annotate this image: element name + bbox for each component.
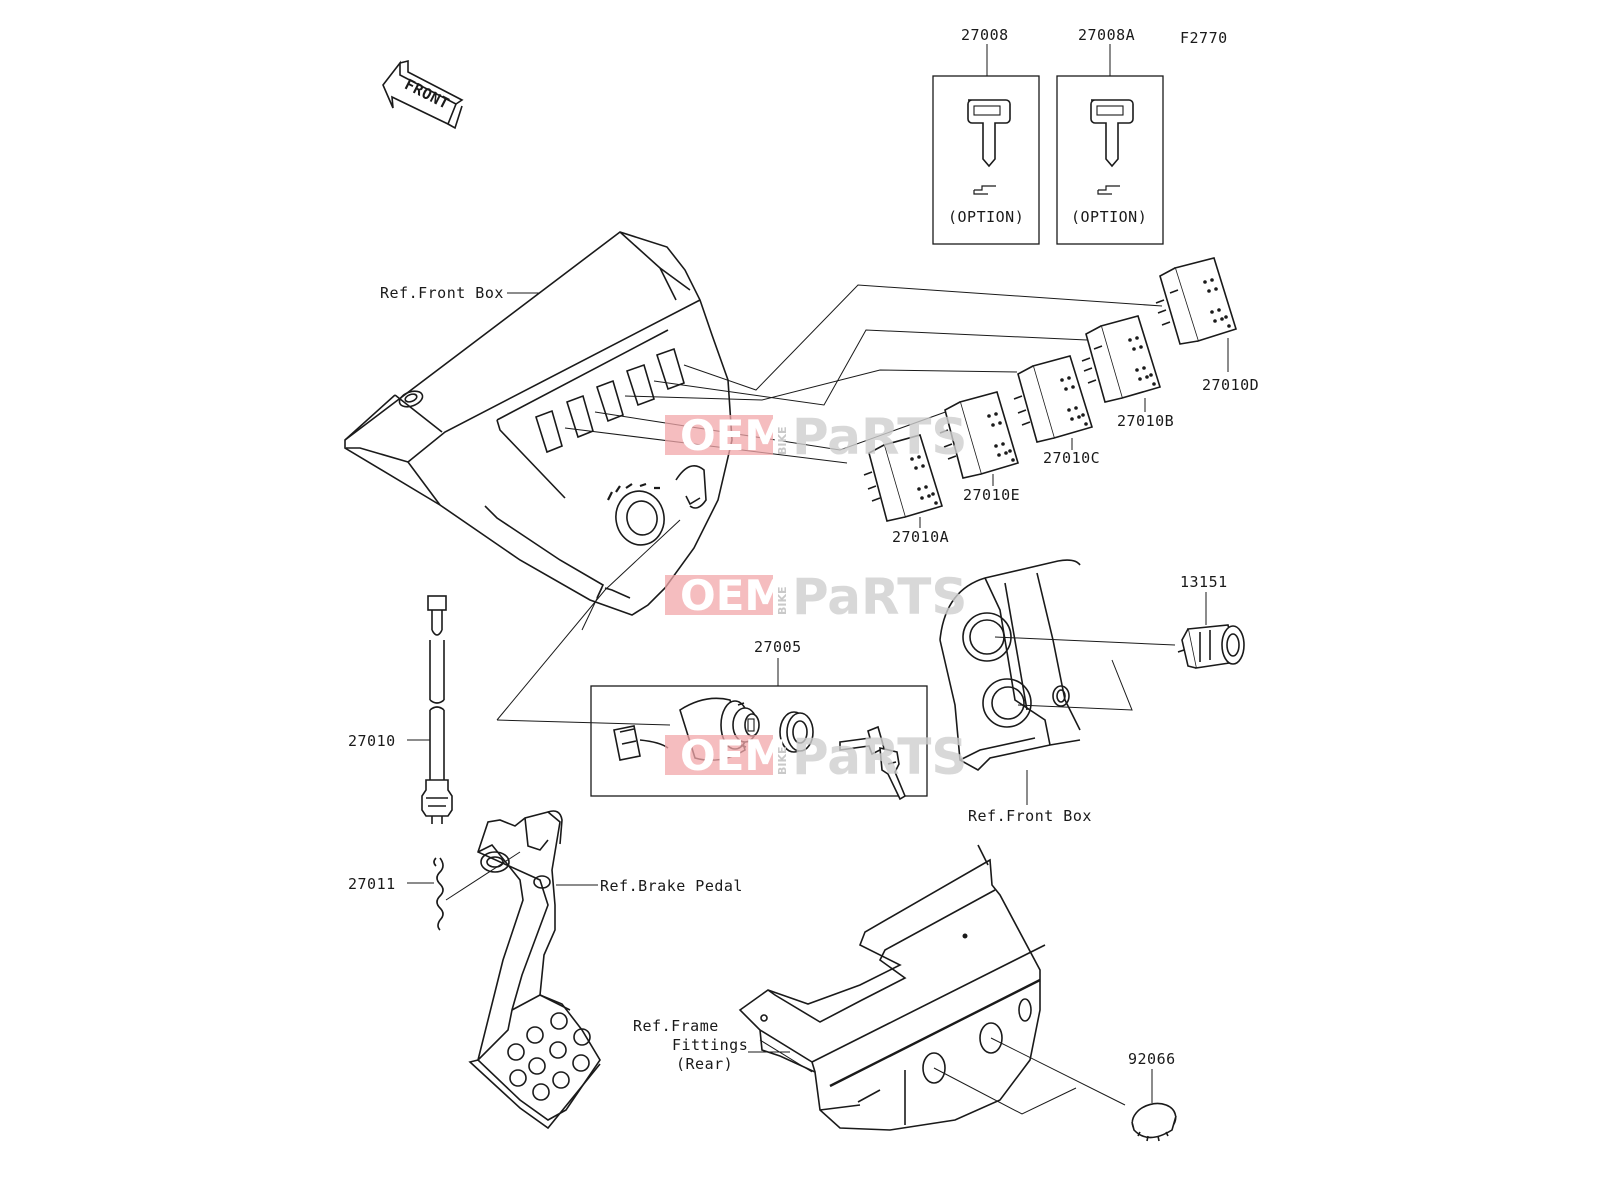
part-label-27010D: 27010D (1202, 376, 1259, 394)
power-socket-13151[interactable] (1177, 592, 1245, 669)
part-label-27010A: 27010A (892, 528, 949, 546)
option-label: (OPTION) (948, 208, 1024, 226)
figure-id: F2770 (1180, 29, 1228, 47)
key-icon (1090, 99, 1134, 168)
part-label-27011: 27011 (348, 875, 396, 893)
rocker-switch-27010C[interactable] (1013, 355, 1094, 450)
ref-frame-line3: (Rear) (676, 1055, 733, 1073)
part-label-27008: 27008 (961, 26, 1009, 44)
option-label: (OPTION) (1071, 208, 1147, 226)
leader-lines (496, 284, 1163, 726)
part-label-27010E: 27010E (963, 486, 1020, 504)
svg-text:OEM: OEM (680, 731, 786, 780)
svg-text:PaRTS: PaRTS (792, 568, 967, 626)
svg-text:OEM: OEM (680, 411, 786, 460)
ref-front-box-top: Ref.Front Box (380, 284, 504, 302)
part-label-27005: 27005 (754, 638, 802, 656)
part-label-27010C: 27010C (1043, 449, 1100, 467)
svg-text:BIKE: BIKE (776, 746, 789, 775)
watermark: OEM BIKE PaRTS (665, 728, 967, 786)
svg-text:PaRTS: PaRTS (792, 408, 967, 466)
brake-switch-27010[interactable] (407, 595, 453, 824)
option-key-27008A[interactable]: (OPTION) (1056, 44, 1164, 245)
spring-27011[interactable] (407, 851, 521, 931)
watermark: OEM BIKE PaRTS (665, 408, 967, 466)
ref-frame-line1: Ref.Frame (633, 1017, 719, 1035)
part-label-13151: 13151 (1180, 573, 1228, 591)
svg-text:BIKE: BIKE (776, 426, 789, 455)
rocker-switch-27010E[interactable] (939, 391, 1019, 486)
front-box-side-detail (939, 559, 1081, 805)
rocker-switch-27010A[interactable] (863, 434, 944, 528)
front-arrow-icon: FRONT (382, 59, 464, 130)
part-label-92066: 92066 (1128, 1050, 1176, 1068)
rocker-switch-27010D[interactable] (1155, 257, 1237, 372)
ref-frame-line2: Fittings (672, 1036, 748, 1054)
ref-brake-pedal: Ref.Brake Pedal (600, 877, 743, 895)
svg-text:BIKE: BIKE (776, 586, 789, 615)
frame-fittings-rear (738, 844, 1046, 1131)
part-label-27008A: 27008A (1078, 26, 1135, 44)
part-label-27010B: 27010B (1117, 412, 1174, 430)
key-icon (967, 99, 1011, 168)
rocker-switch-27010B[interactable] (1081, 315, 1162, 412)
brake-pedal (468, 810, 601, 1130)
ref-front-box-right: Ref.Front Box (968, 807, 1092, 825)
option-key-27008[interactable]: (OPTION) (932, 44, 1040, 245)
plug-92066[interactable] (1129, 1069, 1180, 1142)
watermark: OEM BIKE PaRTS (665, 568, 967, 626)
svg-text:PaRTS: PaRTS (792, 728, 967, 786)
front-box-panel (344, 231, 733, 616)
part-label-27010: 27010 (348, 732, 396, 750)
svg-text:OEM: OEM (680, 571, 786, 620)
